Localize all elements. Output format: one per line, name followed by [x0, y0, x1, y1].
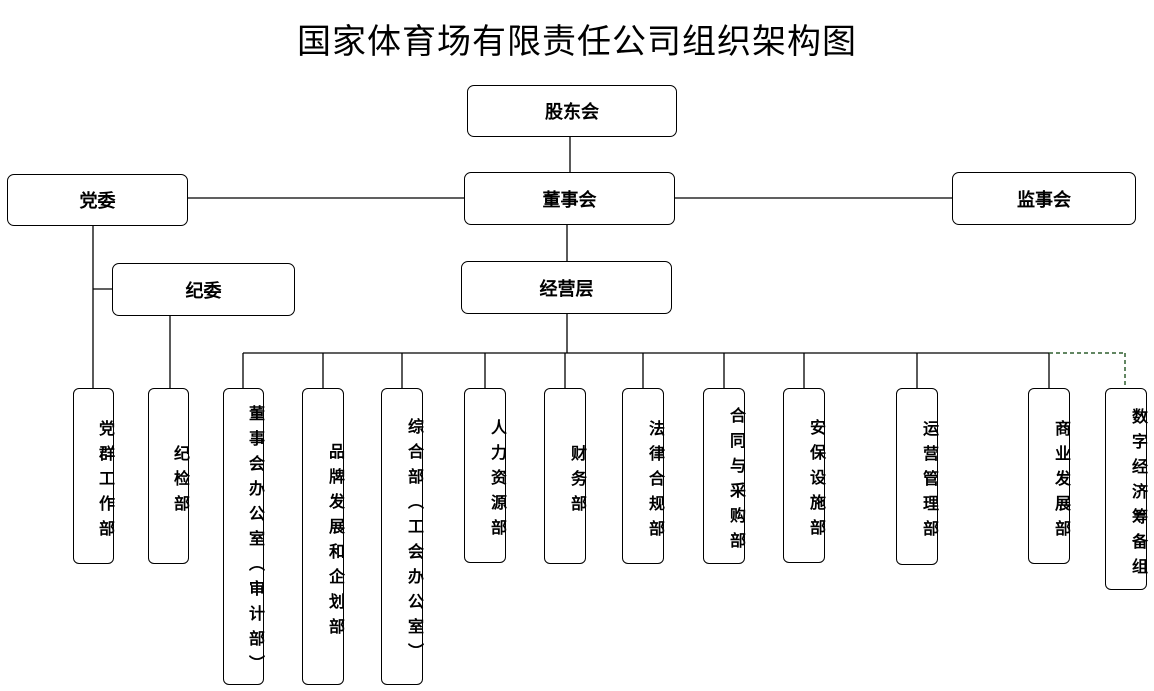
shareholders-node: 股东会 — [467, 85, 677, 137]
department-legal-compliance: 法律合规部 — [622, 388, 665, 564]
department-operations-management: 运营管理部 — [896, 388, 939, 565]
discipline-committee-node: 纪委 — [112, 263, 295, 316]
department-brand-planning: 品牌发展和企划部 — [302, 388, 345, 685]
department-business-development: 商业发展部 — [1028, 388, 1071, 564]
department-human-resources: 人力资源部 — [464, 388, 507, 563]
department-party-work: 党群工作部 — [73, 388, 115, 564]
department-discipline-inspection: 纪检部 — [148, 388, 190, 564]
supervisors-node: 监事会 — [952, 172, 1136, 225]
department-finance: 财务部 — [544, 388, 587, 564]
management-node: 经营层 — [461, 261, 672, 314]
department-contract-procurement: 合同与采购部 — [703, 388, 746, 564]
page-title: 国家体育场有限责任公司组织架构图 — [297, 22, 857, 62]
party-committee-node: 党委 — [7, 174, 188, 226]
department-security-facilities: 安保设施部 — [783, 388, 826, 563]
department-general-affairs: 综合部（工会办公室） — [381, 388, 424, 685]
board-node: 董事会 — [464, 172, 675, 225]
department-board-office: 董事会办公室（审计部） — [223, 388, 265, 685]
department-digital-economy-prep: 数字经济筹备组 — [1105, 388, 1148, 590]
